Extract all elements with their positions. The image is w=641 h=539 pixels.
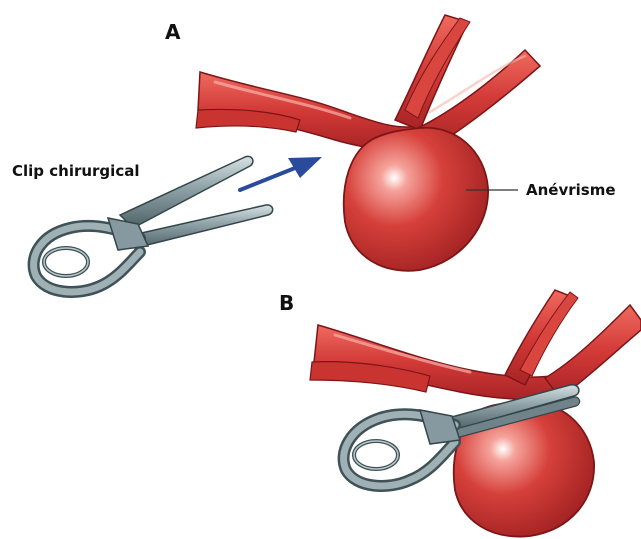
aneurysm-label: Anévrisme (526, 183, 616, 198)
panel-label-a: A (165, 22, 180, 42)
panel-label-b: B (279, 293, 294, 313)
artery-icon (310, 290, 641, 399)
panel-a (34, 15, 540, 292)
aneurysm-icon (344, 128, 488, 271)
panel-b (310, 290, 641, 537)
clip-label: Clip chirurgical (12, 164, 139, 179)
artery-icon (196, 15, 540, 149)
